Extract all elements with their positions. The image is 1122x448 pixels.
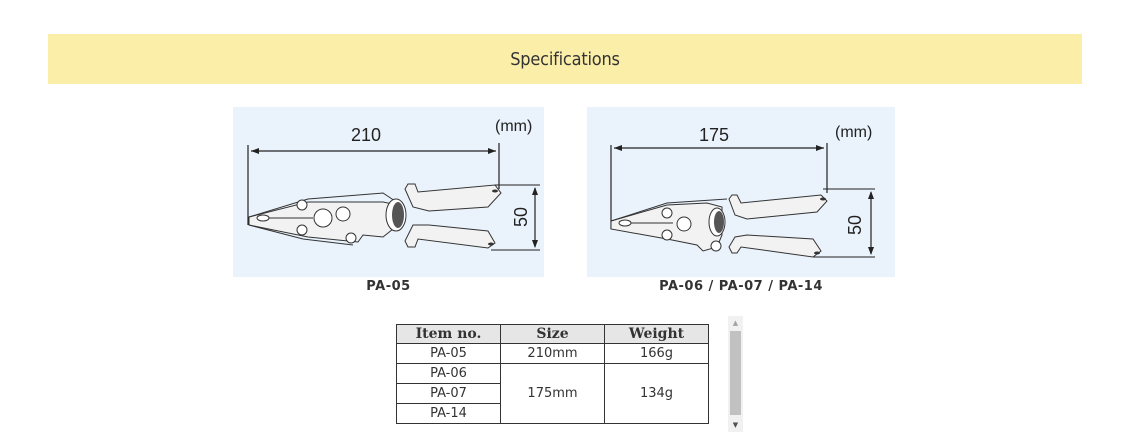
table-row: PA-06 175mm 134g [396,363,709,424]
vertical-scrollbar[interactable]: ▲ ▼ [728,316,743,432]
weight-cell: 134g [604,363,709,424]
svg-text:(mm): (mm) [495,118,532,135]
item-no-cell: PA-05 [396,343,501,364]
item-no-cell: PA-14 [396,403,501,424]
svg-text:(mm): (mm) [835,124,872,141]
table-row: PA-14 [396,403,709,424]
column-header-weight: Weight [604,324,709,344]
column-header-size: Size [500,324,605,344]
size-cell: 210mm [500,343,605,364]
svg-text:175: 175 [699,125,729,145]
crimping-tool-drawing-icon: 210 (mm) 50 [247,118,540,251]
table-header-row: Item no. Size Weight [396,324,709,344]
specifications-table: Item no. Size Weight PA-05 210mm 166g PA… [396,324,709,424]
scroll-up-arrow-icon[interactable]: ▲ [732,319,739,327]
tool-diagram-pa-05: 210 (mm) 50 [233,107,544,277]
figure-caption: PA-05 [366,279,411,294]
scroll-down-arrow-icon[interactable]: ▼ [732,421,739,429]
column-header-item-no: Item no. [396,324,501,344]
table-row: PA-05 210mm 166g [396,343,709,364]
tool-diagram-pa-06-07-14: 175 (mm) 50 [587,107,895,277]
specifications-header: Specifications [48,34,1082,84]
figure-caption: PA-06 / PA-07 / PA-14 [659,279,823,294]
crimping-tool-drawing-icon: 175 (mm) 50 [610,124,875,258]
figure-pa-05: 210 (mm) 50 [233,107,544,294]
table-row: PA-07 [396,383,709,404]
item-no-cell: PA-06 [396,363,501,384]
size-cell: 175mm [500,363,605,424]
svg-text:210: 210 [351,125,381,145]
weight-cell: 166g [604,343,709,364]
svg-text:50: 50 [845,215,865,235]
section-title: Specifications [510,48,620,70]
svg-text:50: 50 [511,207,531,227]
figure-pa-06-07-14: 175 (mm) 50 PA-06 / PA-07 / PA-14 [587,107,895,294]
item-no-cell: PA-07 [396,383,501,404]
scrollbar-thumb[interactable] [730,331,741,415]
